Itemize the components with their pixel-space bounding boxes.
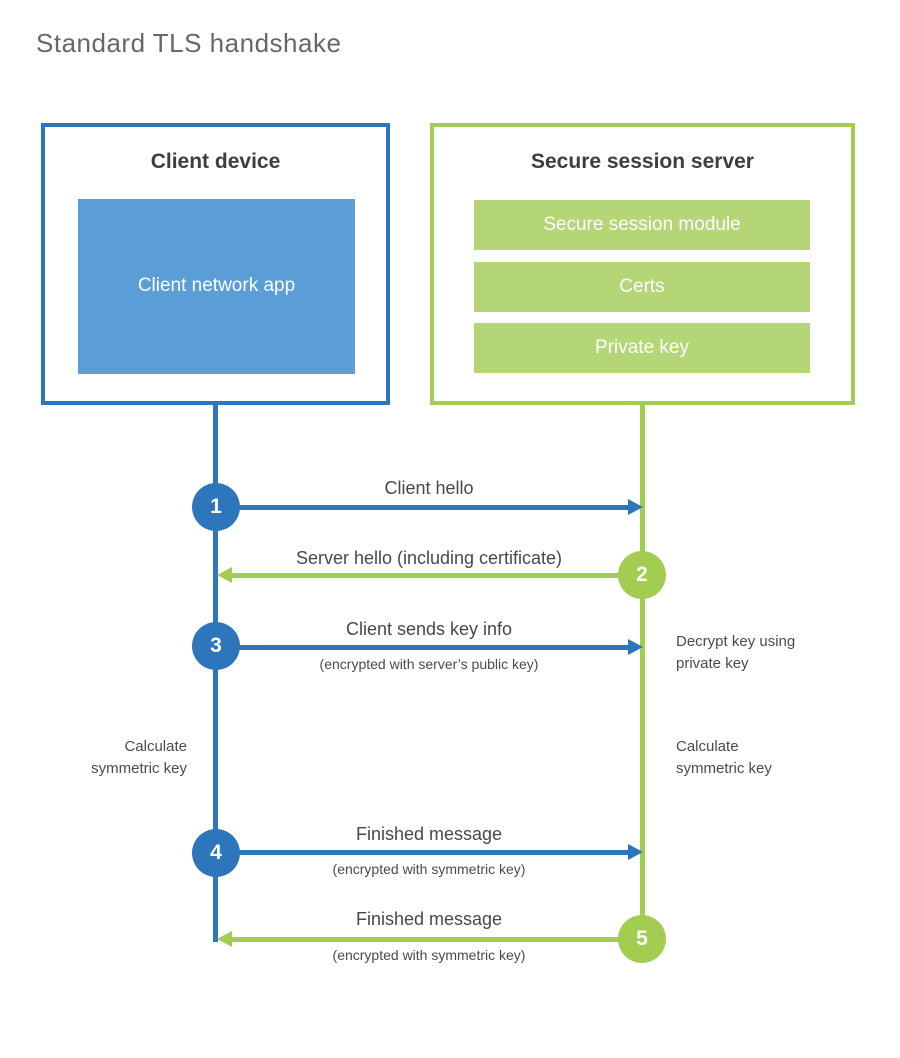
secure-session-server-title: Secure session server xyxy=(531,150,754,173)
server-module-private-key: Private key xyxy=(474,323,810,373)
server-lifeline xyxy=(640,405,645,939)
step-1-badge: 1 xyxy=(192,483,240,531)
message-3-sublabel: (encrypted with server’s public key) xyxy=(319,656,539,672)
message-5-sublabel: (encrypted with symmetric key) xyxy=(332,947,526,963)
step-5-badge: 5 xyxy=(618,915,666,963)
step-4-badge: 4 xyxy=(192,829,240,877)
client-network-app-block: Client network app xyxy=(78,199,355,374)
message-2-arrowhead-icon xyxy=(217,567,232,583)
server-module-secure-session-module: Secure session module xyxy=(474,200,810,250)
client-device-title: Client device xyxy=(150,150,281,173)
step-2-badge: 2 xyxy=(618,551,666,599)
note-calculate-symmetric-key-client: Calculate symmetric key xyxy=(91,738,187,777)
message-1-label: Client hello xyxy=(384,478,474,498)
message-1-arrow xyxy=(230,505,628,510)
message-4-label: Finished message xyxy=(355,824,503,844)
note-calculate-symmetric-key-server: Calculate symmetric key xyxy=(676,738,772,777)
server-module-certs: Certs xyxy=(474,262,810,312)
message-5-label: Finished message xyxy=(355,909,503,929)
step-3-badge: 3 xyxy=(192,622,240,670)
client-network-app-label: Client network app xyxy=(137,275,296,297)
message-2-label: Server hello (including certificate) xyxy=(295,548,563,568)
message-3-arrowhead-icon xyxy=(628,639,643,655)
message-1-arrowhead-icon xyxy=(628,499,643,515)
message-2-arrow xyxy=(232,573,632,578)
page-title: Standard TLS handshake xyxy=(36,28,342,58)
client-lifeline xyxy=(213,405,218,942)
message-4-arrow xyxy=(230,850,628,855)
message-5-arrowhead-icon xyxy=(217,931,232,947)
message-4-arrowhead-icon xyxy=(628,844,643,860)
message-3-arrow xyxy=(230,645,628,650)
message-3-label: Client sends key info xyxy=(345,619,513,639)
message-4-sublabel: (encrypted with symmetric key) xyxy=(332,861,526,877)
message-5-arrow xyxy=(232,937,632,942)
note-decrypt-key: Decrypt key using private key xyxy=(676,633,796,672)
